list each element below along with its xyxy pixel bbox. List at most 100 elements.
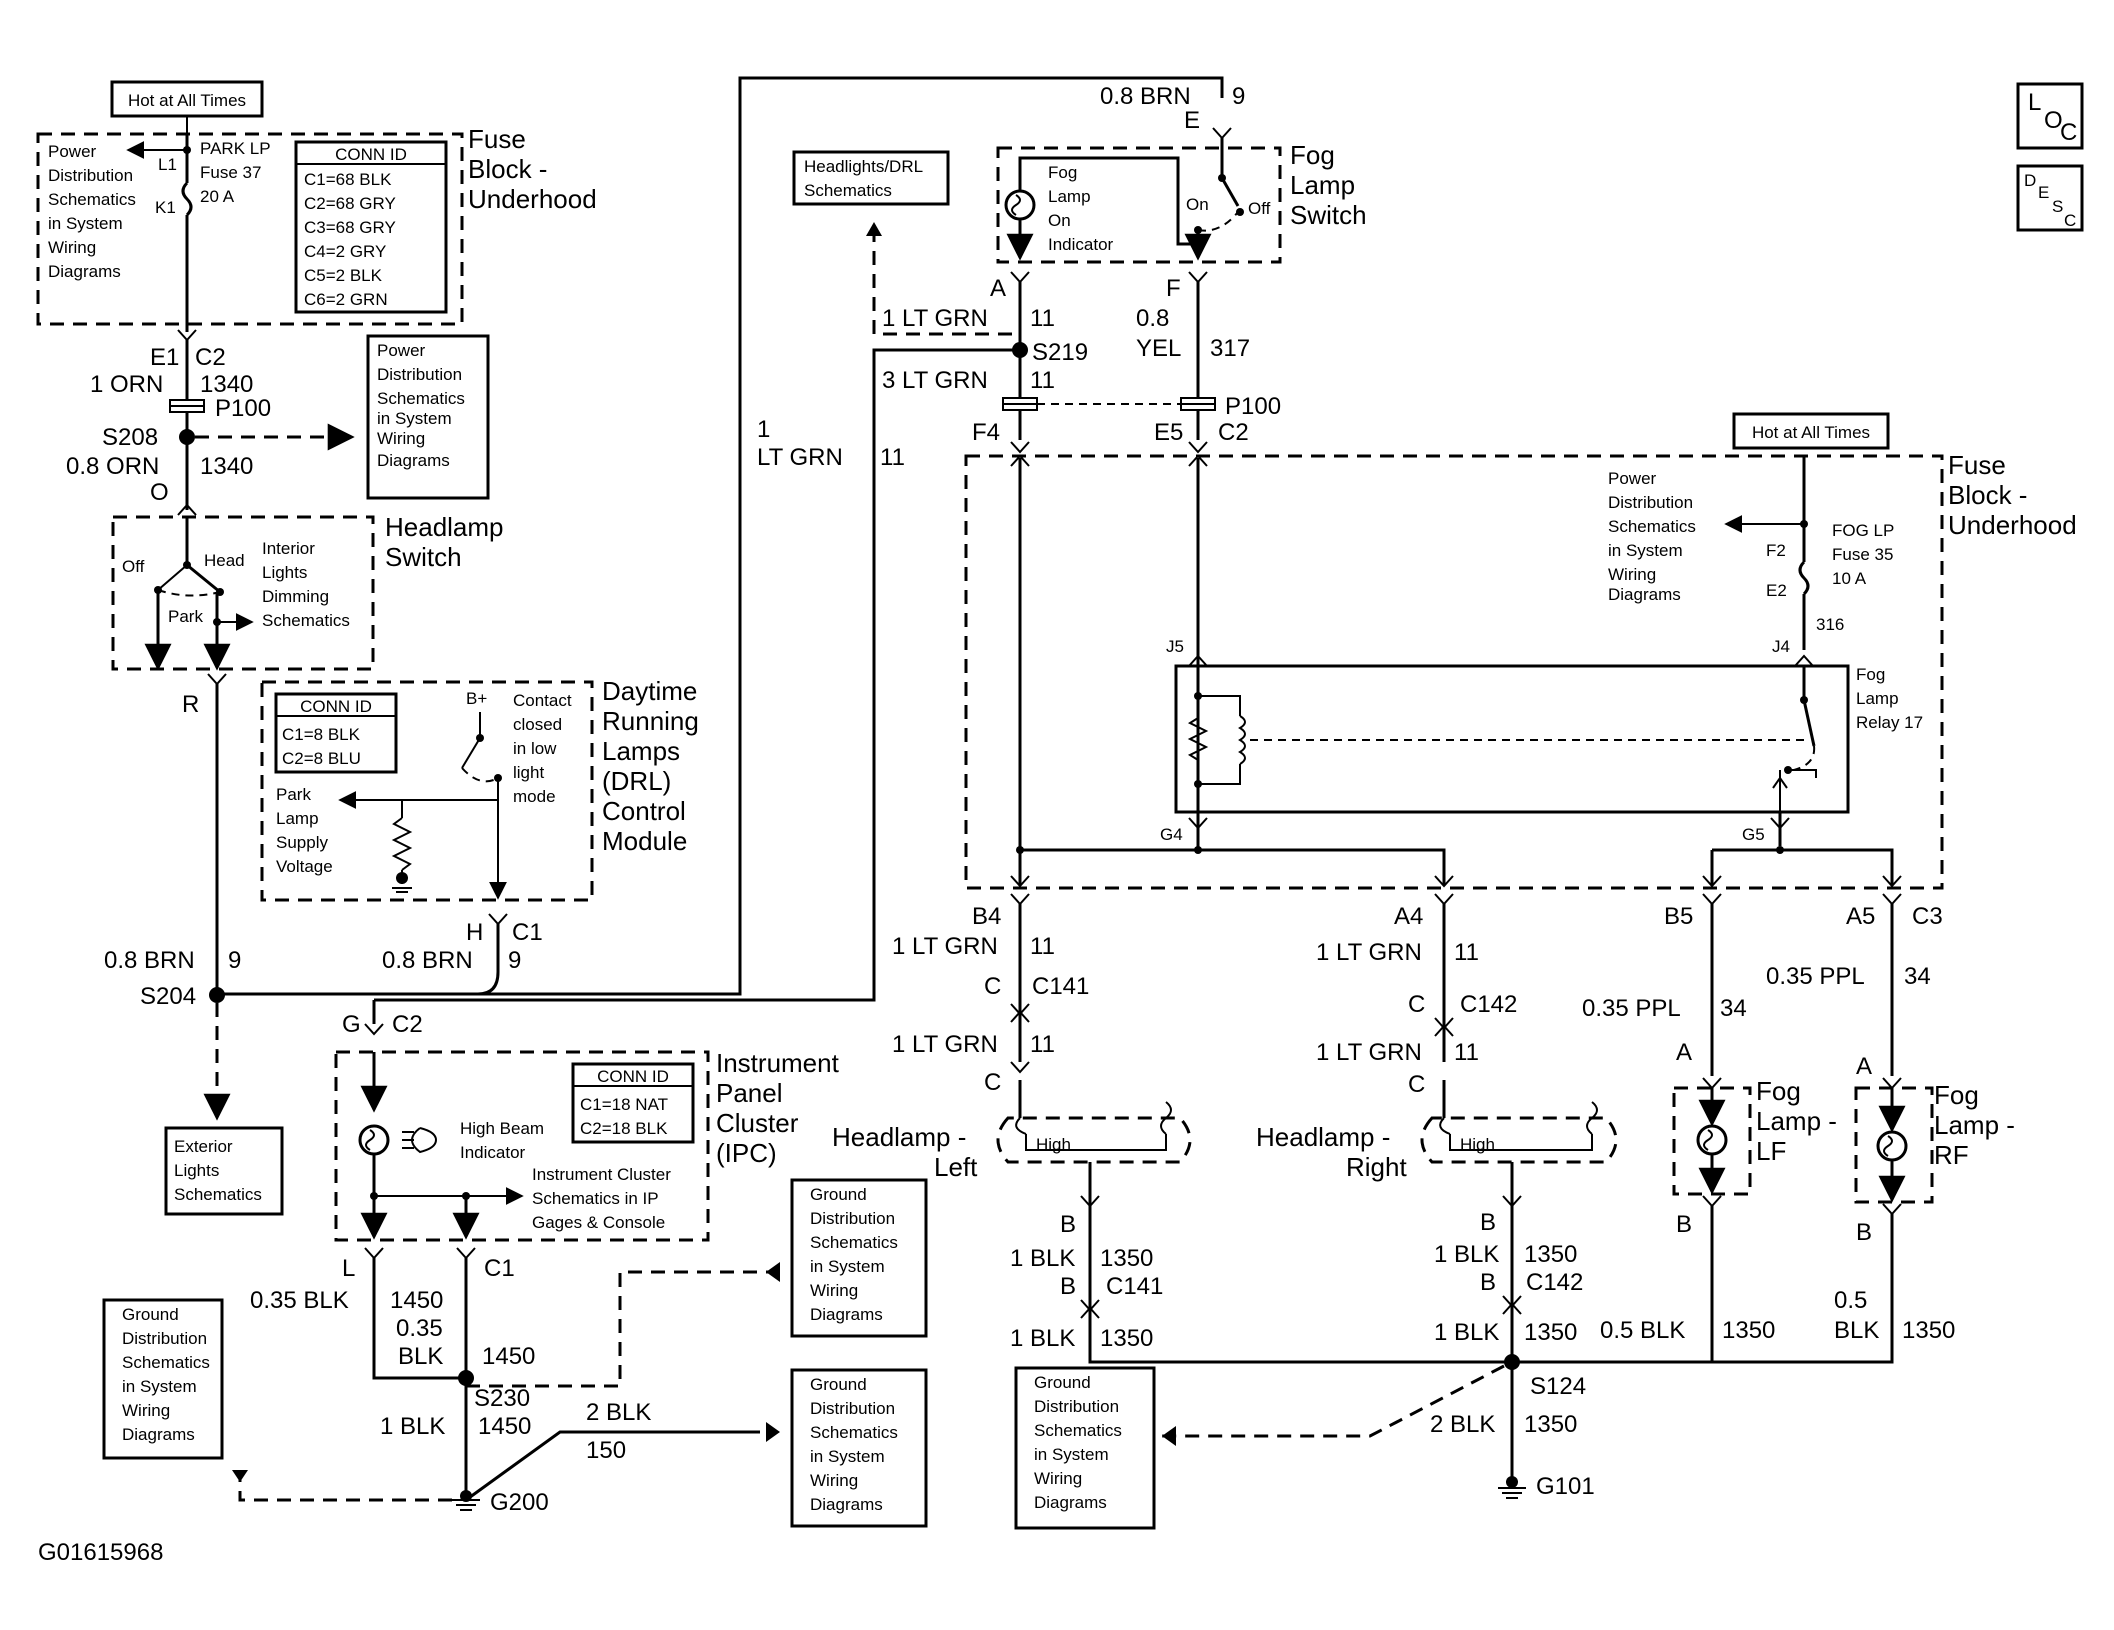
diagram-label: 317 bbox=[1210, 335, 1250, 362]
diagram-label: Exterior bbox=[174, 1137, 233, 1156]
diagram-label: 150 bbox=[586, 1437, 626, 1464]
diagram-label: C2 bbox=[195, 344, 226, 371]
diagram-label: CONN ID bbox=[300, 697, 372, 716]
diagram-label: Distribution bbox=[1608, 493, 1693, 512]
diagram-label: 9 bbox=[508, 947, 521, 974]
output-connectors: B4 A4 B5 A5 C3 1 LT GRN 11 C C141 1 LT G… bbox=[832, 893, 2015, 1530]
diagram-label: Underhood bbox=[1948, 510, 2077, 540]
diagram-label: Indicator bbox=[1048, 235, 1114, 254]
diagram-label: Dimming bbox=[262, 587, 329, 606]
diagram-label: Module bbox=[602, 826, 687, 856]
diagram-label: 0.8 BRN bbox=[1100, 83, 1191, 110]
diagram-label: C4=2 GRY bbox=[304, 242, 386, 261]
diagram-label: Cluster bbox=[716, 1108, 799, 1138]
diagram-label: Diagrams bbox=[377, 451, 450, 470]
diagram-label: G bbox=[342, 1011, 361, 1038]
desc-icon[interactable]: D E S C bbox=[2016, 164, 2084, 232]
diagram-label: 1350 bbox=[1902, 1317, 1955, 1344]
diagram-label: E bbox=[2038, 183, 2049, 202]
diagram-label: Wiring bbox=[810, 1471, 858, 1490]
diagram-label: Lamps bbox=[602, 736, 680, 766]
diagram-label: C1=68 BLK bbox=[304, 170, 392, 189]
diagram-label: Headlights/DRL bbox=[804, 157, 923, 176]
diagram-label: 34 bbox=[1904, 963, 1931, 990]
diagram-label: in System bbox=[1034, 1445, 1109, 1464]
diagram-label: Wiring bbox=[810, 1281, 858, 1300]
park-lamp-circuit: E1 C2 1 ORN 1340 P100 S208 0.8 ORN 1340 … bbox=[66, 329, 490, 516]
diagram-label: Schematics bbox=[810, 1423, 898, 1442]
diagram-label: Relay 17 bbox=[1856, 713, 1923, 732]
diagram-label: C3 bbox=[1912, 903, 1943, 930]
diagram-label: Ground bbox=[810, 1375, 867, 1394]
diagram-label: G200 bbox=[490, 1489, 549, 1516]
diagram-label: 1350 bbox=[1100, 1245, 1153, 1272]
diagram-label: Headlamp bbox=[385, 512, 504, 542]
diagram-label: B bbox=[1676, 1211, 1692, 1238]
diagram-label: 1 LT GRN bbox=[1316, 939, 1422, 966]
drl-control-module: CONN ID C1=8 BLK C2=8 BLU B+ Contact clo… bbox=[217, 676, 699, 996]
loc-icon[interactable]: L O C bbox=[2016, 82, 2084, 150]
diagram-label: 0.5 bbox=[1834, 1287, 1867, 1314]
diagram-label: Ground bbox=[810, 1185, 867, 1204]
diagram-label: On bbox=[1186, 195, 1209, 214]
diagram-label: Voltage bbox=[276, 857, 333, 876]
diagram-label: 9 bbox=[1232, 83, 1245, 110]
diagram-label: C2=68 GRY bbox=[304, 194, 396, 213]
diagram-label: S124 bbox=[1530, 1373, 1586, 1400]
diagram-label: 34 bbox=[1720, 995, 1747, 1022]
diagram-label: R bbox=[182, 691, 199, 718]
diagram-label: C bbox=[1408, 991, 1425, 1018]
diagram-label: F bbox=[1166, 275, 1181, 302]
diagram-label: C141 bbox=[1032, 973, 1089, 1000]
diagram-label: Lamp bbox=[276, 809, 319, 828]
diagram-label: BLK bbox=[398, 1343, 443, 1370]
diagram-label: B bbox=[1060, 1211, 1076, 1238]
diagram-label: Ground bbox=[122, 1305, 179, 1324]
diagram-label: High bbox=[1460, 1135, 1495, 1154]
diagram-label: 10 A bbox=[1832, 569, 1867, 588]
diagram-label: B bbox=[1856, 1219, 1872, 1246]
diagram-label: in System bbox=[48, 214, 123, 233]
diagram-label: Control bbox=[602, 796, 686, 826]
diagram-label: Lights bbox=[174, 1161, 219, 1180]
diagram-label: in System bbox=[810, 1257, 885, 1276]
diagram-label: S208 bbox=[102, 424, 158, 451]
diagram-label: Left bbox=[934, 1152, 978, 1182]
diagram-label: Schematics bbox=[122, 1353, 210, 1372]
diagram-label: Indicator bbox=[460, 1143, 526, 1162]
diagram-label: Contact bbox=[513, 691, 572, 710]
diagram-label: C1 bbox=[512, 919, 543, 946]
diagram-label: mode bbox=[513, 787, 556, 806]
diagram-label: Switch bbox=[385, 542, 462, 572]
diagram-label: Fog bbox=[1856, 665, 1885, 684]
diagram-label: Fuse bbox=[1948, 450, 2006, 480]
diagram-label: 1 BLK bbox=[1010, 1325, 1075, 1352]
diagram-label: C bbox=[1408, 1071, 1425, 1098]
diagram-label: Off bbox=[1248, 199, 1271, 218]
diagram-label: E5 bbox=[1154, 419, 1183, 446]
diagram-label: P100 bbox=[1225, 393, 1281, 420]
diagram-label: 1340 bbox=[200, 371, 253, 398]
diagram-label: Lamp - bbox=[1756, 1106, 1837, 1136]
diagram-label: C1 bbox=[484, 1255, 515, 1282]
diagram-label: 0.35 PPL bbox=[1766, 963, 1865, 990]
diagram-label: in System bbox=[377, 409, 452, 428]
diagram-label: 9 bbox=[228, 947, 241, 974]
diagram-label: S230 bbox=[474, 1385, 530, 1412]
diagram-label: On bbox=[1048, 211, 1071, 230]
diagram-label: Distribution bbox=[48, 166, 133, 185]
fuse-block-left: Hot at All Times Power Distribution Sche… bbox=[36, 80, 597, 332]
diagram-label: C bbox=[984, 1069, 1001, 1096]
diagram-label: Schematics bbox=[1608, 517, 1696, 536]
diagram-label: C2=18 BLK bbox=[580, 1119, 668, 1138]
diagram-label: Power bbox=[1608, 469, 1657, 488]
diagram-label: A4 bbox=[1394, 903, 1423, 930]
diagram-label: Diagrams bbox=[810, 1305, 883, 1324]
diagram-label: 0.8 ORN bbox=[66, 453, 159, 480]
diagram-label: 11 bbox=[1030, 933, 1055, 960]
diagram-label: C5=2 BLK bbox=[304, 266, 383, 285]
diagram-label: 316 bbox=[1816, 615, 1844, 634]
diagram-label: 0.35 BLK bbox=[250, 1287, 349, 1314]
diagram-label: Diagrams bbox=[810, 1495, 883, 1514]
diagram-label: 11 bbox=[1030, 1031, 1055, 1058]
